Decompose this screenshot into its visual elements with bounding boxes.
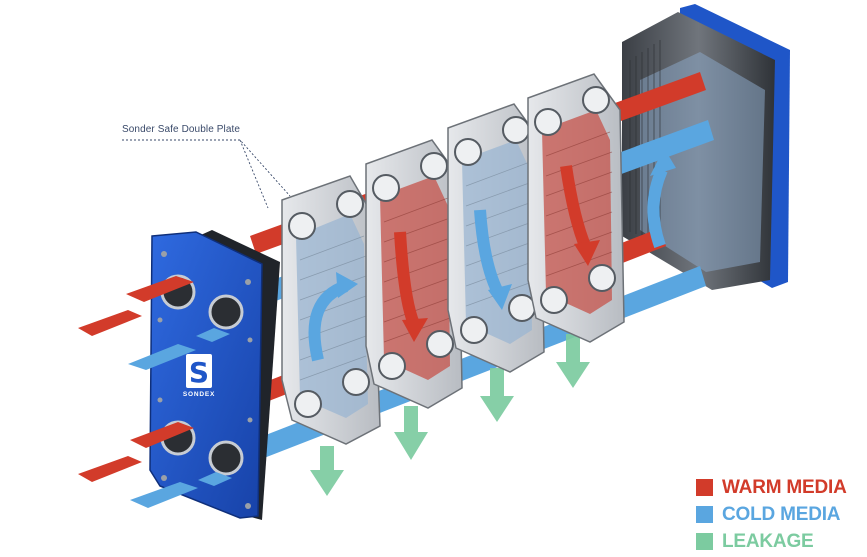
leakage-arrow [394, 406, 428, 460]
cold-inlet-lower [130, 472, 232, 508]
callout-leader [122, 139, 291, 209]
warm-inlet-lower [78, 422, 194, 482]
legend-swatch-warm [696, 479, 713, 496]
legend-item-leakage: LEAKAGE [696, 528, 866, 555]
cold-inlet-upper [128, 328, 230, 370]
double-plate-4 [527, 73, 625, 343]
legend-item-warm: WARM MEDIA [696, 474, 866, 501]
front-frame-plate: S SONDEX [149, 230, 280, 520]
leakage-arrow [480, 368, 514, 422]
leakage-arrow [310, 446, 344, 496]
legend-swatch-leakage [696, 533, 713, 550]
callout-label: Sonder Safe Double Plate [122, 124, 241, 135]
legend-label-leakage: LEAKAGE [722, 530, 814, 552]
leakage-arrows [310, 334, 590, 496]
double-plate-2 [365, 139, 463, 409]
legend-label-cold: COLD MEDIA [722, 503, 841, 525]
cold-flow-rear-arrow [647, 148, 676, 248]
rear-plate-pack [622, 4, 790, 290]
logo-letter: S [189, 356, 209, 389]
double-plate-1 [281, 175, 381, 445]
legend-item-cold: COLD MEDIA [696, 501, 866, 528]
logo-wordmark: SONDEX [183, 391, 215, 398]
legend-label-warm: WARM MEDIA [722, 476, 847, 498]
double-plate-3 [447, 103, 545, 373]
sondex-logo: S SONDEX [183, 354, 215, 398]
legend: WARM MEDIA COLD MEDIA LEAKAGE [696, 474, 866, 555]
warm-inlet-upper [78, 276, 194, 336]
leakage-arrow [556, 334, 590, 388]
legend-swatch-cold [696, 506, 713, 523]
